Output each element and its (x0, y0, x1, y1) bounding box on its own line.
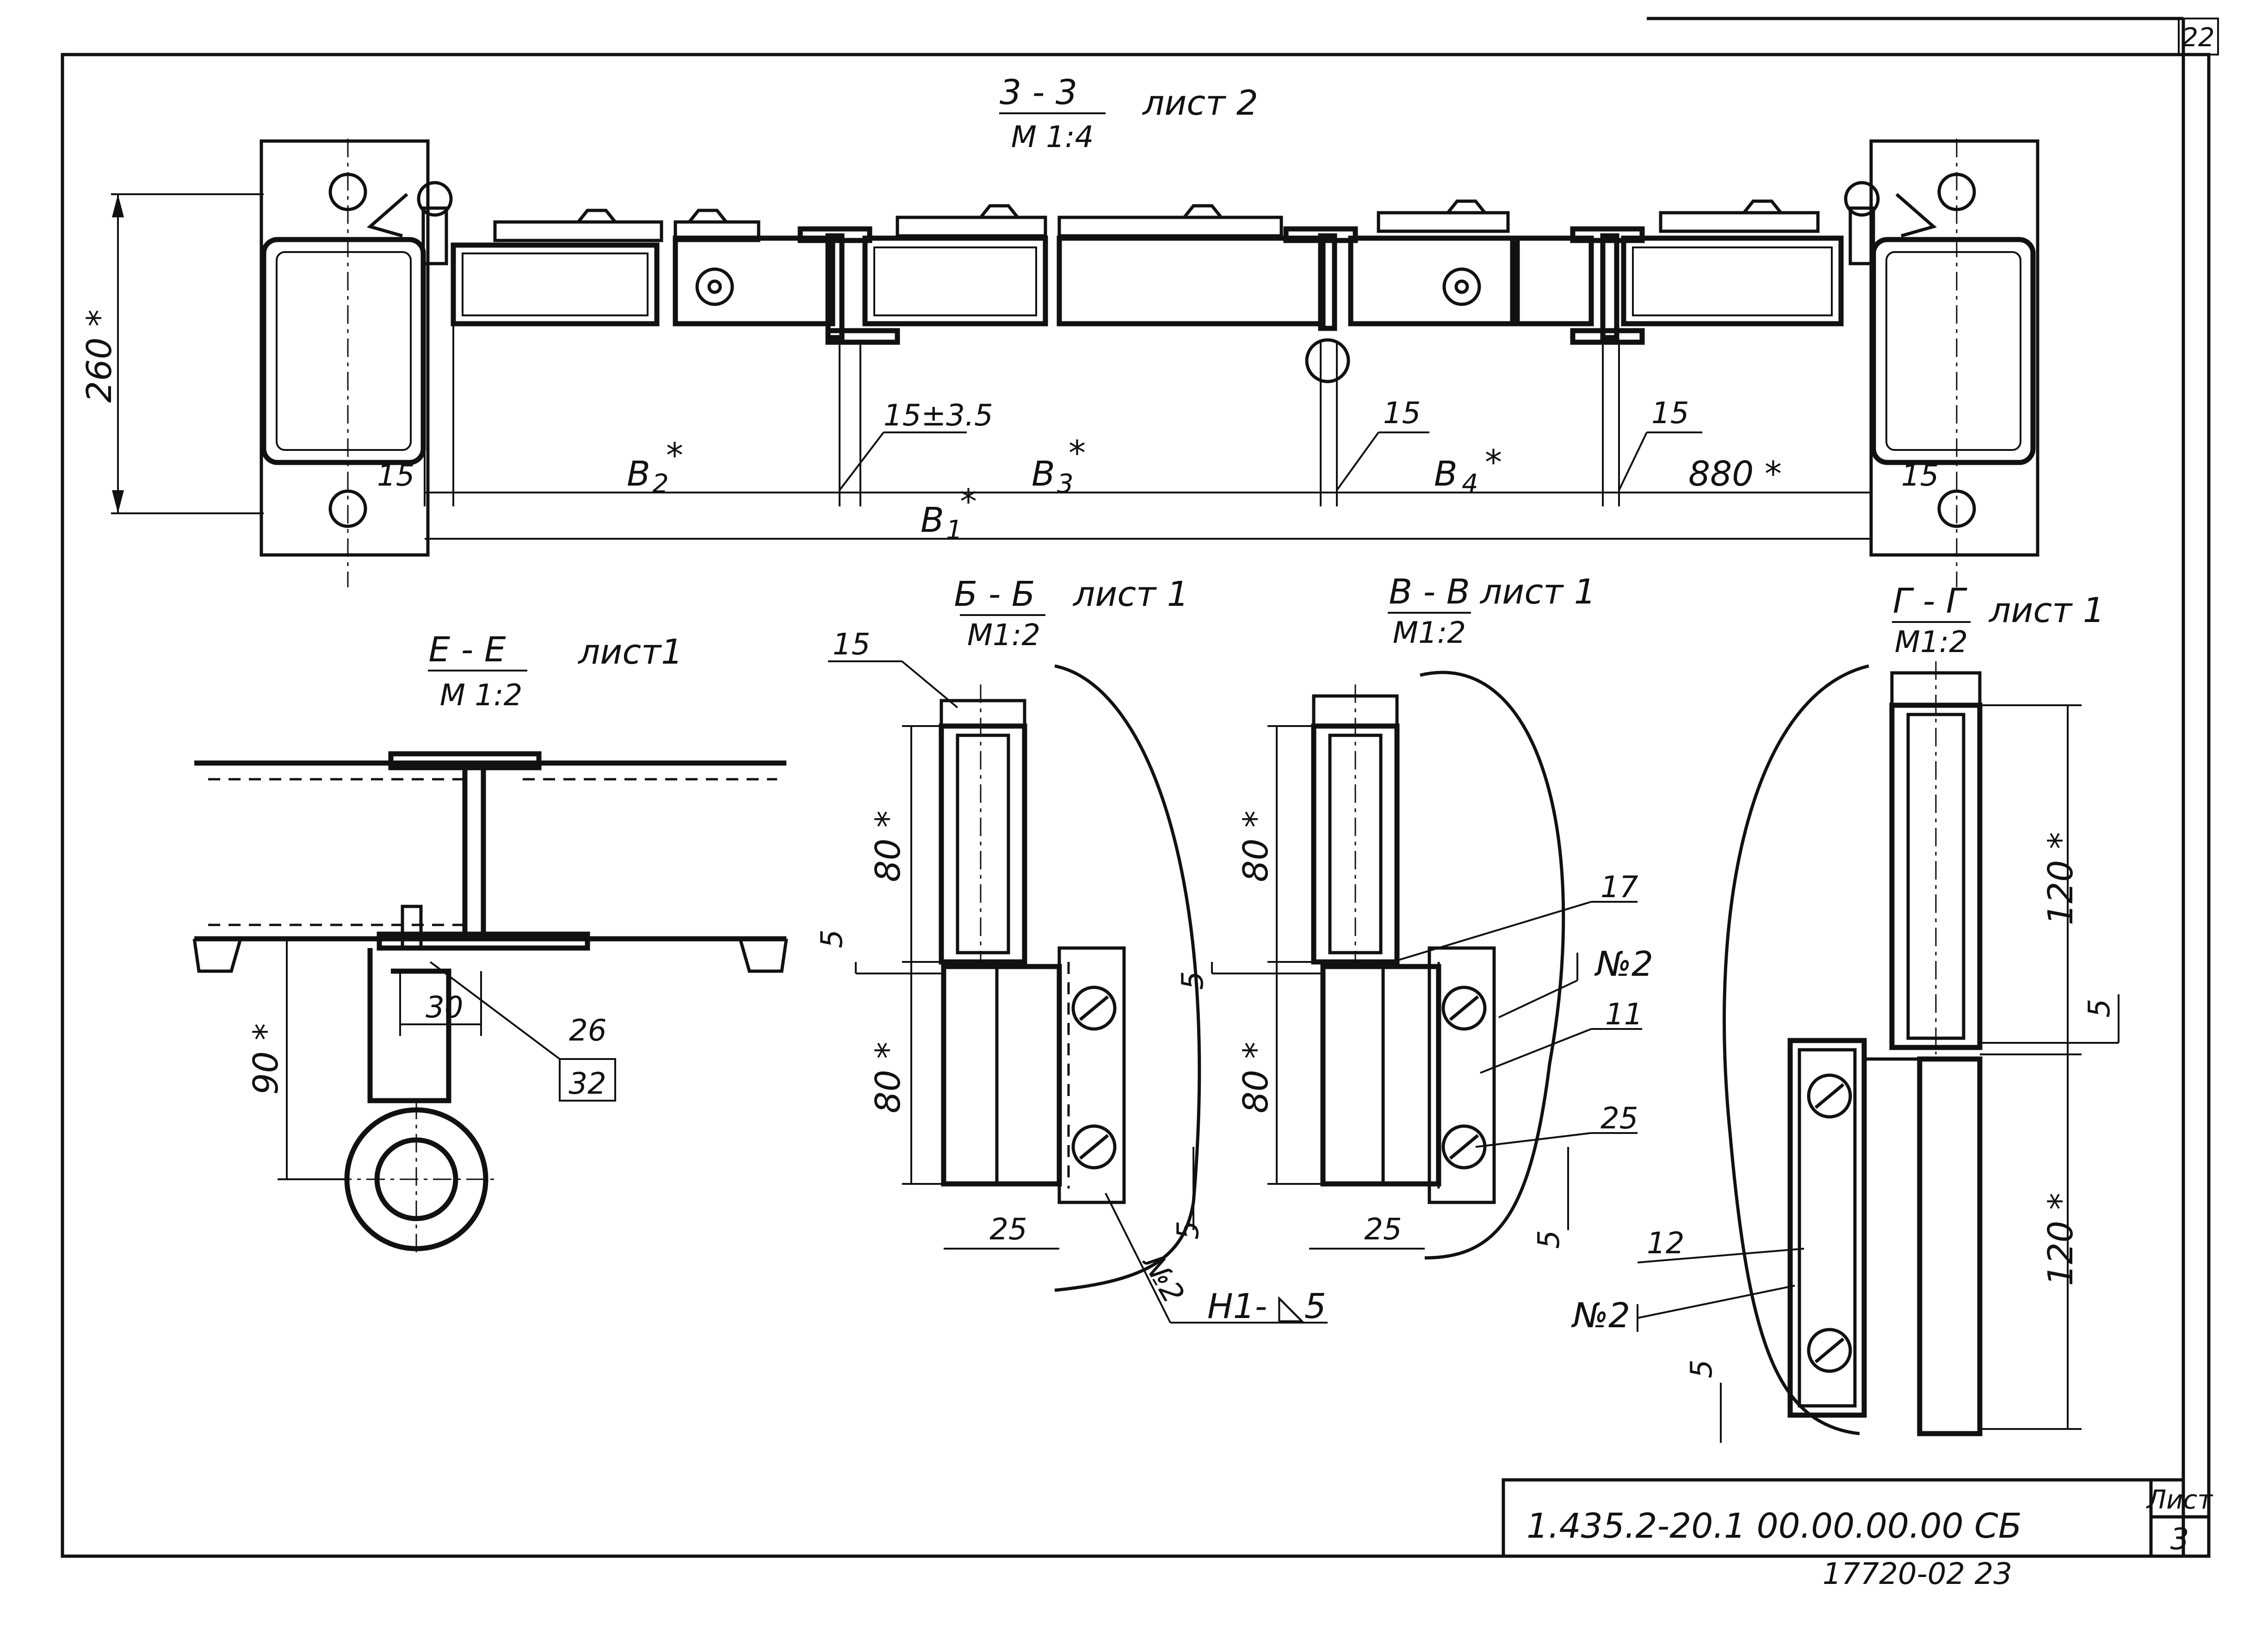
dim-gap-end: 15 (1901, 459, 1939, 493)
section-v-v: В - В M1:2 лист 1 80 * 80 * 5 25 5 17 №2 (1176, 572, 1653, 1260)
dim-height-260: 260 * (80, 309, 119, 403)
dim-gg-bottom: 120 * (2041, 1193, 2081, 1286)
dim-gap-tol: 15±3.5 (884, 399, 993, 433)
i-beam-connectors (797, 226, 1645, 345)
dim-b4-sub: 4 (1462, 469, 1478, 499)
sheet-label: Лист (2146, 1485, 2213, 1515)
dim-b3-sub: 3 (1057, 469, 1074, 499)
dim-bb-top: 80 * (868, 811, 908, 882)
sheet-number: 22 (2181, 23, 2214, 53)
top-clips (493, 199, 1820, 242)
section-vv-ref: лист 1 (1479, 572, 1596, 612)
section-vv-scale: M1:2 (1393, 616, 1466, 650)
dim-vv-bottom: 80 * (1236, 1042, 1276, 1114)
section-g-g: Г - Г M1:2 лист 1 120 * 120 * 5 5 12 №2 (1571, 581, 2120, 1443)
pos-vv-25: 25 (1601, 1102, 1638, 1136)
drawing-frame: 22 (61, 17, 2219, 1558)
dim-vv-gap: 5 (1176, 971, 1210, 990)
pos-ee-32: 32 (569, 1067, 606, 1101)
dim-bb-bottom: 80 * (868, 1042, 908, 1114)
dim-880: 880 * (1688, 454, 1782, 494)
beam-profiles (451, 235, 1844, 326)
dim-ee-width: 30 (426, 991, 463, 1025)
dim-gg-top: 120 * (2041, 832, 2081, 925)
pos-vv-11: 11 (1605, 998, 1643, 1032)
section-bb-ref: лист 1 (1072, 574, 1189, 614)
section-gg-title: Г - Г (1893, 581, 1968, 621)
pos-gg-n2: №2 (1571, 1296, 1630, 1336)
dim-bb-gap: 5 (815, 930, 849, 948)
pos-vv-17: 17 (1601, 870, 1638, 905)
dim-b2: B (627, 454, 650, 494)
dim-b1-star: * (960, 482, 977, 522)
section-ee-scale: M 1:2 (440, 678, 523, 713)
pos-vv-n2: №2 (1594, 944, 1653, 984)
drawing-designation: 1.435.2-20.1 00.00.00.00 СБ (1526, 1506, 2022, 1546)
pos-bb-15: 15 (833, 628, 870, 662)
section-e-e: E - E M 1:2 лист1 90 * 30 26 32 (192, 630, 788, 1258)
section-bb-scale: M1:2 (967, 618, 1040, 653)
section-gg-ref: лист 1 (1988, 591, 2105, 630)
pos-ee-26: 26 (569, 1014, 606, 1048)
section-vv-title: В - В (1389, 572, 1470, 612)
section-b-b: Б - Б M1:2 лист 1 15 80 * 80 * 5 25 5 (815, 574, 1328, 1326)
dim-b4-star: * (1485, 443, 1502, 482)
section-33-scale: M 1:4 (1011, 120, 1094, 154)
section-33-title: 3 - 3 (1000, 73, 1077, 112)
dim-vv-width: 25 (1364, 1213, 1402, 1247)
dim-b1-sub: 1 (946, 515, 963, 545)
dim-bb-width: 25 (989, 1213, 1027, 1247)
dim-b2-star: * (666, 436, 683, 475)
dim-bb-weld-gap: 5 (1171, 1221, 1205, 1240)
pos-gg-12: 12 (1647, 1226, 1684, 1261)
dim-gap-right: 15 (1651, 396, 1689, 431)
dim-gap-left: 15 (377, 459, 414, 493)
section-3-3: 3 - 3 M 1:4 лист 2 (80, 73, 2039, 587)
order-number: 17720-02 23 (1823, 1557, 2012, 1591)
section-bb-title: Б - Б (954, 574, 1035, 614)
dim-gg-gap: 5 (2083, 999, 2117, 1018)
dim-b3-star: * (1069, 433, 1086, 473)
dim-vv-top: 80 * (1236, 811, 1276, 882)
dim-ee-height: 90 * (246, 1023, 286, 1095)
section-ee-ref: лист1 (577, 632, 683, 672)
dim-gap-mid: 15 (1383, 396, 1421, 431)
dim-b2-sub: 2 (652, 469, 669, 499)
section-33-ref: лист 2 (1142, 83, 1258, 123)
weld-bb: H1- ◺5 (1207, 1287, 1326, 1326)
sheet-value: 3 (2170, 1522, 2189, 1557)
dim-b3: B (1032, 454, 1055, 494)
title-block: 1.435.2-20.1 00.00.00.00 СБ Лист 3 (1502, 1478, 2213, 1558)
dim-vv-weld-gap: 5 (1532, 1230, 1566, 1249)
section-gg-scale: M1:2 (1895, 625, 1968, 659)
dim-b4: B (1434, 454, 1458, 494)
dim-b1: B (921, 500, 944, 540)
part-bb-n2: №2 (1136, 1248, 1191, 1309)
dim-gg-bottom-gap: 5 (1685, 1360, 1719, 1379)
section-ee-title: E - E (428, 630, 506, 670)
